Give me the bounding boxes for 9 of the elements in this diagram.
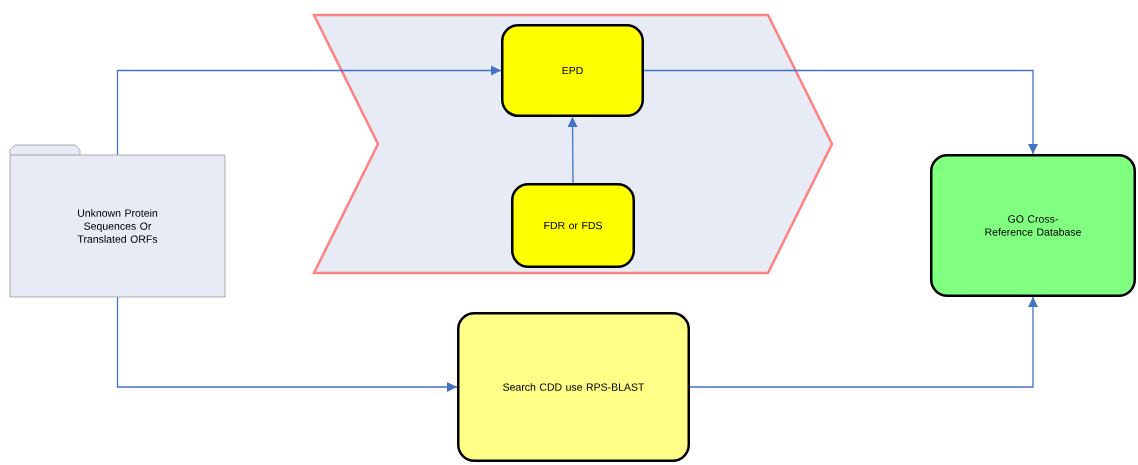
database-box: GO Cross-Reference Database (930, 154, 1136, 297)
process-box: Search CDD use RPS-BLAST (457, 312, 690, 462)
process-box: FDR or FDS (511, 183, 635, 268)
arrow (567, 116, 578, 184)
arrow (116, 65, 502, 156)
process-box: EPD (501, 24, 644, 117)
arrow (689, 296, 1038, 388)
arrow (643, 69, 1038, 155)
arrow (116, 296, 458, 392)
